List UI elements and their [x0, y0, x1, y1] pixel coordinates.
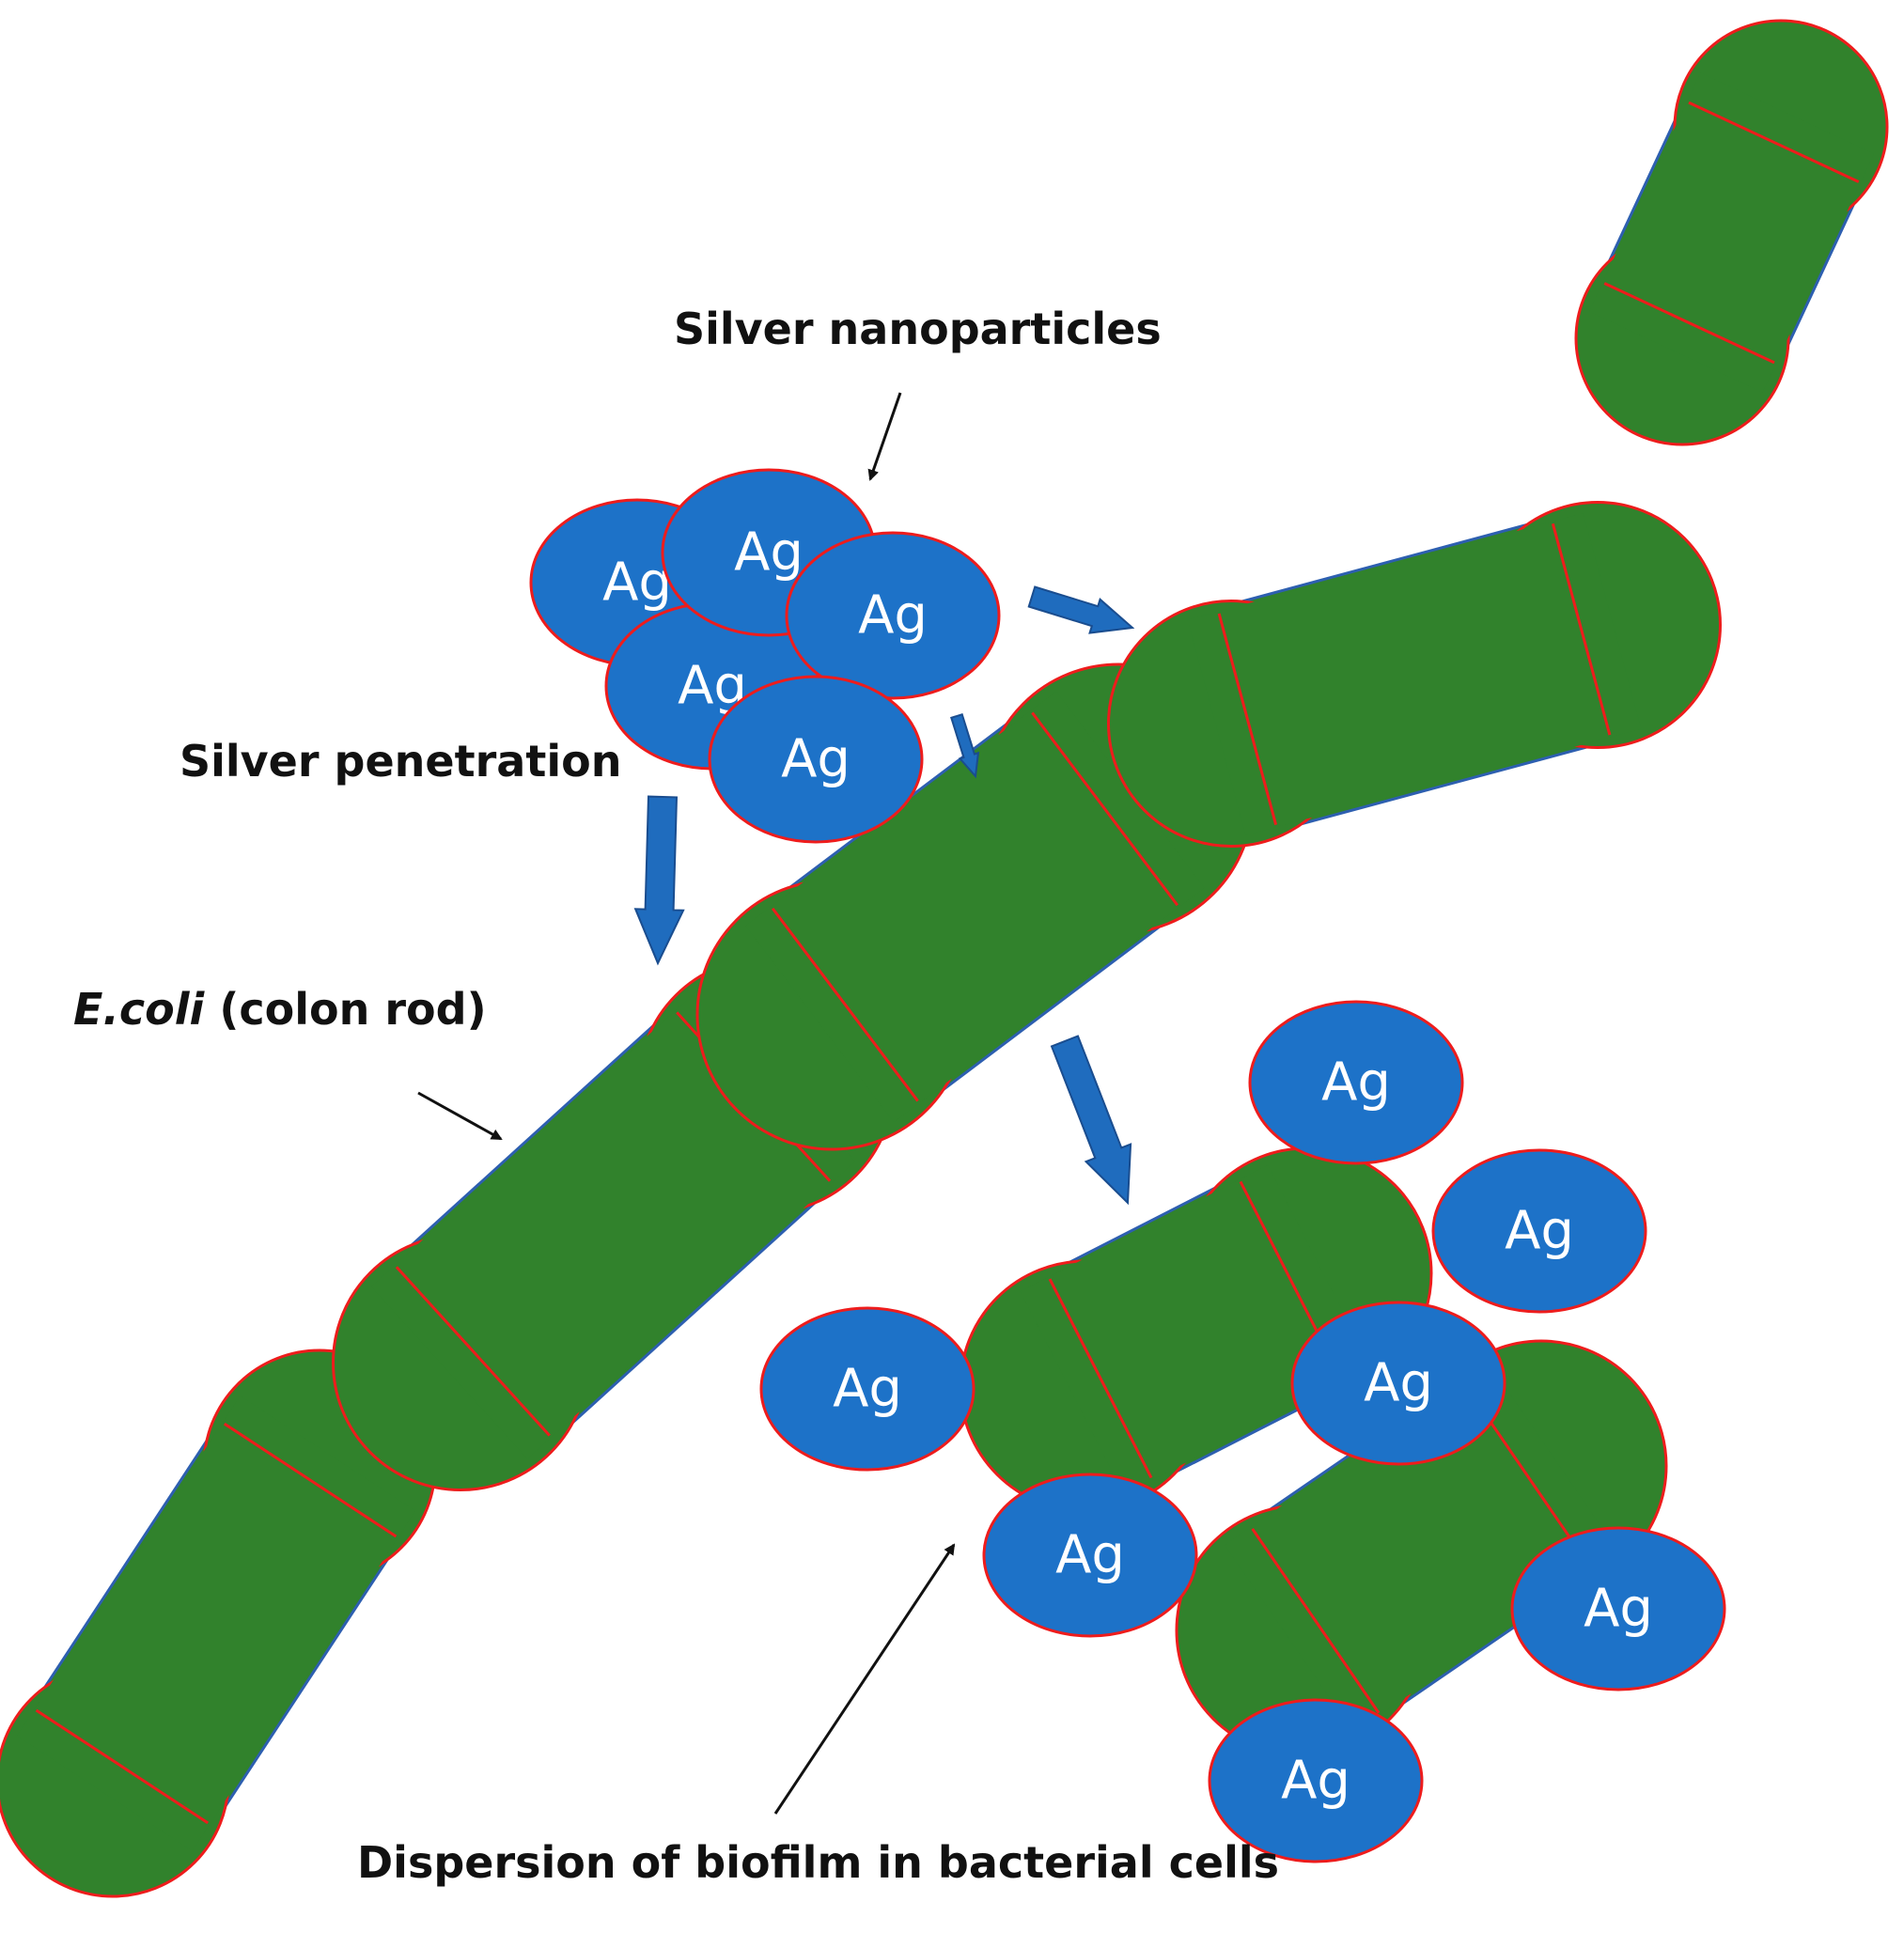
particle-ellipse	[982, 1473, 1198, 1638]
particle-symbol: Ag	[602, 553, 672, 614]
rod-body-overlay	[1020, 1164, 1372, 1495]
particle-symbol: Ag	[781, 729, 851, 790]
ecoli-pointer-arrow	[417, 1091, 503, 1141]
nanoparticles-pointer-arrow	[867, 392, 902, 481]
dispersion-pointer-arrow	[773, 1543, 956, 1815]
particle-ellipse	[785, 531, 1001, 700]
particle-ellipse	[1208, 1698, 1424, 1863]
ag-biofilm-bottom-left: Ag	[982, 1473, 1198, 1638]
particle-ellipse	[1431, 1148, 1647, 1314]
rod-top-right	[1574, 19, 1889, 446]
rod-upper-right	[1107, 501, 1722, 848]
bacterial-rods	[0, 19, 1889, 1898]
septum-line-inner	[1031, 711, 1179, 907]
septum-line-inner	[1551, 522, 1612, 736]
particle-symbol: Ag	[1364, 1353, 1433, 1414]
ag-cluster-5: Ag	[708, 675, 924, 844]
particle-symbol: Ag	[858, 585, 928, 647]
septum-line-inner	[1603, 282, 1775, 365]
ecoli-label-description: (colon rod)	[204, 984, 486, 1035]
rod-body-overlay	[745, 691, 1205, 1123]
arrow-to-biofilm	[1050, 1035, 1132, 1206]
particle-ellipse	[759, 1306, 975, 1472]
ag-biofilm-left: Ag	[759, 1306, 975, 1472]
particle-ellipse	[1510, 1526, 1726, 1691]
septum-line-inner	[1217, 613, 1278, 826]
ag-biofilm-bottom-right: Ag	[1510, 1526, 1726, 1691]
silver-nanoparticles-label: Silver nanoparticles	[674, 304, 1162, 354]
particle-symbol: Ag	[734, 522, 804, 584]
septum-line-inner	[1688, 101, 1860, 183]
ag-biofilm-bottom: Ag	[1208, 1698, 1424, 1863]
septum-line-inner	[223, 1422, 398, 1538]
rod-body-overlay	[1588, 72, 1875, 393]
particle-ellipse	[1290, 1301, 1506, 1466]
rod-biofilm-a	[959, 1146, 1433, 1513]
septum-line-inner	[771, 907, 919, 1102]
ag-cluster-3: Ag	[785, 531, 1001, 700]
silver-penetration-label: Silver penetration	[179, 736, 621, 787]
arrow-to-middle-left-rod	[633, 795, 685, 966]
ag-biofilm-right: Ag	[1431, 1148, 1647, 1314]
dispersion-label: Dispersion of biofilm in bacterial cells	[357, 1837, 1279, 1888]
ag-biofilm-center: Ag	[1290, 1301, 1506, 1466]
septum-line-inner	[1048, 1278, 1153, 1479]
septum-line-inner	[1251, 1528, 1381, 1714]
rod-body-overlay	[1187, 513, 1642, 835]
rod-body-overlay	[1225, 1363, 1618, 1734]
particle-symbol: Ag	[833, 1359, 902, 1420]
particle-symbol: Ag	[1321, 1052, 1391, 1114]
particle-symbol: Ag	[1505, 1201, 1574, 1262]
pointer-arrows	[417, 392, 956, 1815]
rod-lower-left	[0, 1348, 437, 1898]
arrow-to-upper-right-rod	[1027, 585, 1135, 634]
ecoli-label-species: E.coli	[73, 984, 206, 1035]
septum-line-inner	[35, 1708, 210, 1825]
particle-ellipse	[1248, 1000, 1464, 1165]
particle-symbol: Ag	[1584, 1579, 1653, 1640]
septum-line-inner	[395, 1266, 551, 1437]
penetration-arrows	[633, 585, 1135, 1206]
particle-symbol: Ag	[1281, 1751, 1350, 1812]
ag-biofilm-top: Ag	[1248, 1000, 1464, 1165]
ecoli-label: E.coli (colon rod)	[73, 984, 487, 1035]
particle-symbol: Ag	[1055, 1525, 1125, 1586]
particle-ellipse	[708, 675, 924, 844]
arrow-to-center-rod	[950, 712, 980, 779]
rod-body-overlay	[16, 1395, 416, 1851]
